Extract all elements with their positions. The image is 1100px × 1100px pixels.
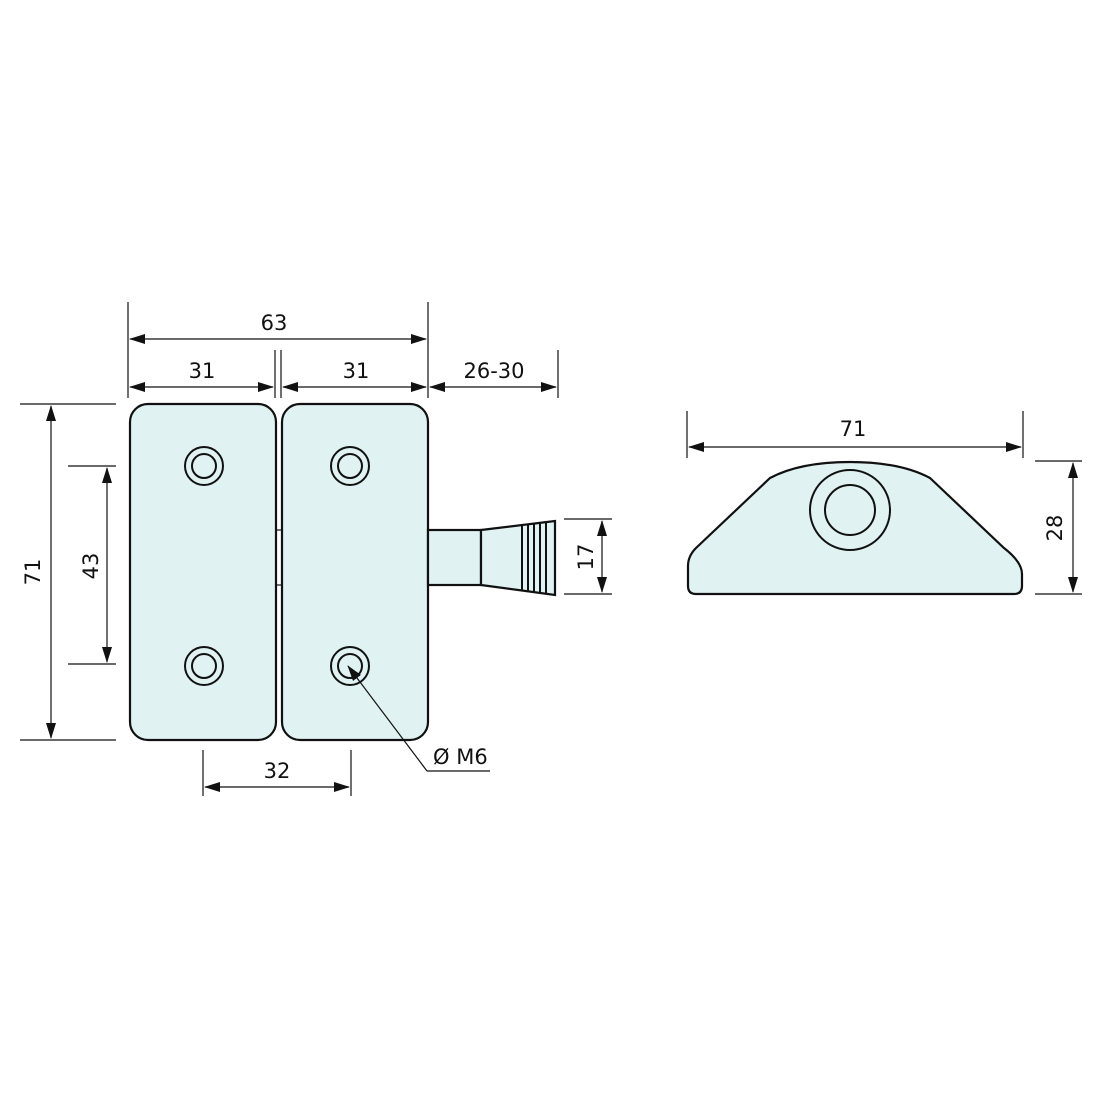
dim-left-plate-width: 31: [189, 359, 216, 383]
mounting-hole: [184, 646, 224, 686]
keeper-hole-inner: [824, 484, 876, 536]
dim-side-width: 71: [840, 417, 867, 441]
dim-hole-spacing-vertical: 43: [79, 553, 103, 580]
dim-overall-width: 63: [261, 311, 288, 335]
keeper-body: [686, 460, 1024, 596]
dim-bolt-projection: 26-30: [463, 359, 524, 383]
latch-bolt: [426, 519, 557, 597]
dim-right-plate-width: 31: [343, 359, 370, 383]
keeper-hole-outer: [809, 469, 891, 551]
hole-thread-callout: Ø M6: [433, 745, 488, 769]
mounting-hole: [330, 446, 370, 486]
left-plate: [128, 402, 278, 742]
mounting-hole: [184, 446, 224, 486]
dim-hole-spacing-horizontal: 32: [264, 759, 291, 783]
front-view: 63 31 31 26-30 71 43 32 17 Ø M6: [20, 302, 612, 796]
dim-side-height: 28: [1043, 515, 1067, 542]
side-view: 71 28: [686, 411, 1082, 596]
dim-overall-height: 71: [21, 559, 45, 586]
dim-bolt-height: 17: [574, 544, 598, 571]
